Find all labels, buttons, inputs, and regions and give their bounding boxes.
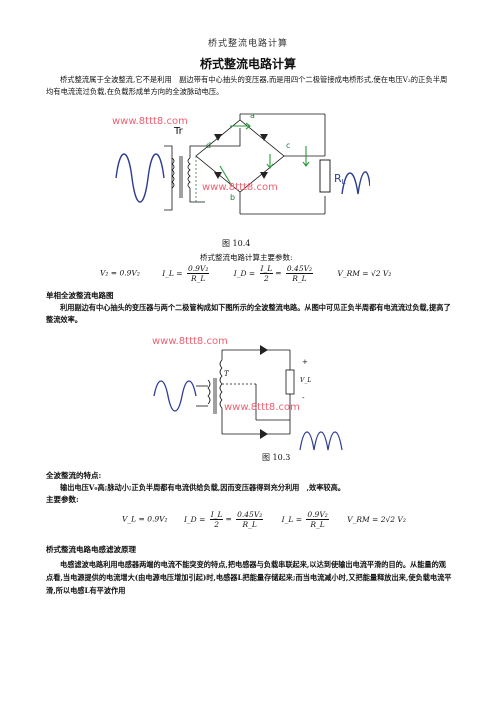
- node-label-b: b: [230, 193, 235, 202]
- load-resistor: [319, 159, 331, 193]
- diode-2: [260, 134, 268, 141]
- figure-2-caption: 图 10.3: [262, 453, 291, 462]
- fig2-vl-label: V_L: [300, 377, 311, 384]
- node-label-c: c: [286, 141, 290, 150]
- filter-title: 桥式整流电路电感滤波原理: [46, 545, 136, 554]
- section1-title: 单相全波整流电路图: [46, 291, 114, 300]
- node-label-a: a: [250, 111, 255, 120]
- diode-3: [214, 172, 222, 179]
- main-params-title: 主要参数:: [46, 495, 79, 504]
- features-title: 全波整流的特点:: [46, 471, 102, 480]
- fig2-minus: -: [302, 394, 305, 402]
- figure-1-caption: 图 10.4: [222, 239, 251, 248]
- page-title: 桥式整流电路计算: [199, 57, 296, 71]
- fig2-diode-bottom: [260, 429, 268, 439]
- diode-4: [260, 172, 268, 179]
- diodes: [214, 134, 268, 179]
- full-wave-figure: T + V_L - www.8ttt8.com www.8ttt8.com: [152, 336, 343, 451]
- fig2-diode-top: [260, 345, 268, 355]
- fig2-input-sine: [153, 380, 197, 412]
- transformer: [164, 128, 241, 211]
- fig2-watermark-top: www.8ttt8.com: [152, 336, 228, 347]
- current-arrows: [219, 122, 310, 187]
- output-wave: [341, 171, 370, 195]
- running-header: 桥式整流电路计算: [207, 39, 288, 49]
- intro-paragraph: 桥式整流属于全波整流,它不是利用 副边带有中心抽头的变压器,而是用四个二极管接成…: [46, 75, 448, 96]
- fig2-circuit: [196, 349, 295, 435]
- node-label-d: d: [206, 141, 211, 150]
- formula-v2: V₂ = 0.9V₂: [100, 268, 140, 278]
- bridge-rectifier-figure: Tr a b c d RL: [112, 111, 370, 215]
- watermark-top: www.8ttt8.com: [112, 116, 188, 127]
- fig2-plus: +: [302, 358, 308, 366]
- filter-text: 电感滤波电路利用电感器两端的电流不能突变的特点,把电感器与负载串联起来,以达到使…: [46, 560, 452, 595]
- fig2-output-wave: [299, 431, 343, 451]
- watermark-bottom: www.8ttt8.com: [202, 182, 278, 193]
- input-sine-wave: [115, 153, 165, 203]
- diode-bridge: [195, 113, 326, 215]
- fig2-watermark-bottom: www.8ttt8.com: [224, 402, 300, 413]
- params-title: 桥式整流电路计算主要参数:: [200, 253, 293, 262]
- transformer-label: Tr: [173, 126, 184, 137]
- diode-1: [214, 134, 222, 141]
- fig2-transformer-label: T: [224, 370, 230, 378]
- features-text: 输出电压V₀高;脉动小;正负半周都有电流供给负载,因而变压器得到充分利用 ,效率…: [60, 483, 345, 492]
- section1-text: 利用副边有中心抽头的变压器与两个二极管构成如下图所示的全波整流电路。从图中可见正…: [46, 303, 451, 324]
